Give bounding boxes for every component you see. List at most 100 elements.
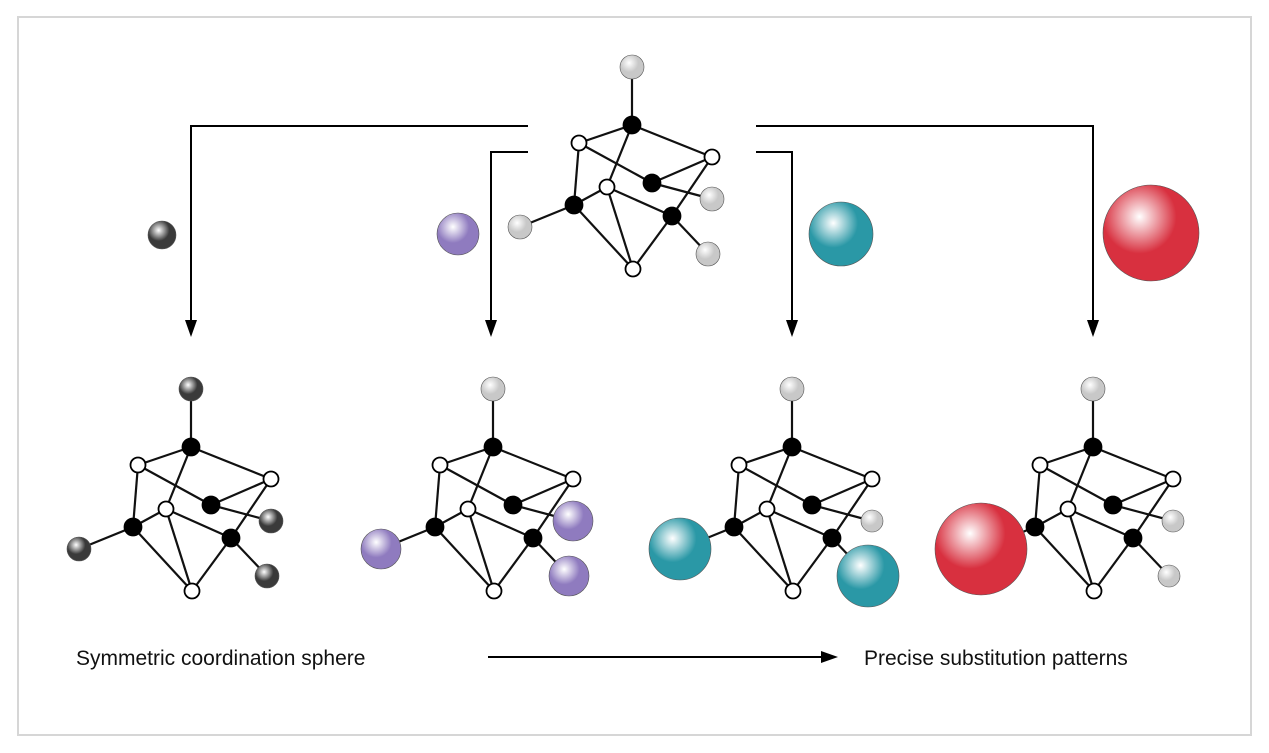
cluster-top-metal-m2 xyxy=(564,195,584,215)
cluster-red-ligand-l3 xyxy=(1157,564,1181,588)
cluster-purple-bond-s2-m3 xyxy=(532,478,574,539)
cluster-red-metal-m3 xyxy=(1123,528,1143,548)
cluster-top-sulfur-s4 xyxy=(624,260,642,278)
cluster-teal-bond-s1-m4 xyxy=(738,464,813,506)
cluster-purple-bond-s3-m3 xyxy=(467,507,534,540)
purple-reagent xyxy=(436,212,480,256)
cluster-purple-metal-m1 xyxy=(483,437,503,457)
cluster-top-bond-m3-s4 xyxy=(632,215,673,270)
cluster-top-sulfur-s3 xyxy=(598,178,616,196)
caption-symmetric-coordination: Symmetric coordination sphere xyxy=(76,647,366,670)
cluster-teal-bond-s3-s4 xyxy=(765,508,795,592)
cluster-dark-metal-m1 xyxy=(181,437,201,457)
cluster-dark-bond-m2-s4 xyxy=(132,526,193,592)
cluster-red-sulfur-s1 xyxy=(1031,456,1049,474)
cluster-dark-ligand-l1 xyxy=(178,376,204,402)
cluster-purple-ligand-l4 xyxy=(552,500,594,542)
cluster-teal-bond-s3-m3 xyxy=(766,507,833,540)
cluster-teal-bond-s1-m2 xyxy=(732,464,741,528)
cluster-red-bond-m3-s4 xyxy=(1093,537,1134,592)
arrow-bottom-head xyxy=(821,651,838,663)
cluster-teal-sulfur-s3 xyxy=(758,500,776,518)
arrow-left-outer-head xyxy=(185,320,197,337)
cluster-purple-sulfur-s4 xyxy=(485,582,503,600)
cluster-red-bond-s3-s4 xyxy=(1066,508,1096,592)
cluster-top-ligand-l4 xyxy=(699,186,725,212)
cluster-top-bond-s1-m4 xyxy=(578,142,653,184)
cluster-purple-bond-s3-s4 xyxy=(466,508,496,592)
atoms-layer xyxy=(66,54,1200,608)
cluster-top-bond-m2-s4 xyxy=(573,204,634,270)
cluster-top-ligand-l1 xyxy=(619,54,645,80)
cluster-red-bond-s1-m4 xyxy=(1039,464,1114,506)
cluster-top-metal-m4 xyxy=(642,173,662,193)
bonds-layer xyxy=(78,67,1174,592)
cluster-top-bond-s2-m4 xyxy=(651,155,713,185)
cluster-dark-bond-m3-s4 xyxy=(191,537,232,592)
cluster-teal-ligand-l2 xyxy=(648,517,712,581)
cluster-teal-bond-s2-m4 xyxy=(811,477,873,507)
arrow-left-inner xyxy=(490,151,528,322)
arrow-right-inner xyxy=(756,151,793,322)
arrow-right-outer xyxy=(756,125,1094,322)
cluster-purple-metal-m4 xyxy=(503,495,523,515)
cluster-teal-sulfur-s2 xyxy=(863,470,881,488)
cluster-red-ligand-l2 xyxy=(934,502,1028,596)
arrows-layer xyxy=(185,125,1099,663)
arrow-right-outer-head xyxy=(1087,320,1099,337)
cluster-dark-bond-s1-m2 xyxy=(131,464,140,528)
cluster-red-metal-m4 xyxy=(1103,495,1123,515)
cluster-purple-sulfur-s3 xyxy=(459,500,477,518)
cluster-top-bond-s3-s4 xyxy=(605,186,635,270)
cluster-dark-metal-m4 xyxy=(201,495,221,515)
cluster-teal-bond-m1-s3 xyxy=(765,446,794,510)
cluster-teal-bond-m1-s2 xyxy=(791,445,873,481)
cluster-red-metal-m2 xyxy=(1025,517,1045,537)
cluster-dark-sulfur-s1 xyxy=(129,456,147,474)
arrow-left-outer xyxy=(190,125,528,322)
cluster-purple-bond-m2-s4 xyxy=(434,526,495,592)
cluster-red-ligand-l1 xyxy=(1080,376,1106,402)
cluster-dark-ligand-l4 xyxy=(258,508,284,534)
cluster-red-ligand-l4 xyxy=(1161,509,1185,533)
cluster-dark-sulfur-s3 xyxy=(157,500,175,518)
cluster-teal-ligand-l4 xyxy=(860,509,884,533)
cluster-teal-metal-m4 xyxy=(802,495,822,515)
cluster-purple-bond-s1-m4 xyxy=(439,464,514,506)
cluster-top-sulfur-s1 xyxy=(570,134,588,152)
cluster-teal-ligand-l1 xyxy=(779,376,805,402)
cluster-dark-bond-m1-s2 xyxy=(190,445,272,481)
cluster-red-bond-m2-s4 xyxy=(1034,526,1095,592)
cluster-teal-bond-s2-m3 xyxy=(831,478,873,539)
cluster-dark-metal-m3 xyxy=(221,528,241,548)
cluster-red-bond-s2-m4 xyxy=(1112,477,1174,507)
cluster-dark-bond-s2-m3 xyxy=(230,478,272,539)
cluster-red-bond-s2-m3 xyxy=(1132,478,1174,539)
red-large-reagent xyxy=(1102,184,1200,282)
cluster-teal-bond-m3-s4 xyxy=(792,537,833,592)
cluster-dark-bond-s3-s4 xyxy=(164,508,194,592)
dark-small-reagent xyxy=(147,220,177,250)
teal-reagent xyxy=(808,201,874,267)
cluster-teal-metal-m2 xyxy=(724,517,744,537)
cluster-dark-bond-s2-m4 xyxy=(210,477,272,507)
cluster-teal-ligand-l3 xyxy=(836,544,900,608)
cluster-purple-bond-s1-m2 xyxy=(433,464,442,528)
cluster-top-metal-m3 xyxy=(662,206,682,226)
cluster-purple-ligand-l1 xyxy=(480,376,506,402)
cluster-dark-sulfur-s2 xyxy=(262,470,280,488)
arrow-left-inner-head xyxy=(485,320,497,337)
cluster-purple-ligand-l3 xyxy=(548,555,590,597)
cluster-teal-sulfur-s1 xyxy=(730,456,748,474)
cluster-teal-metal-m3 xyxy=(822,528,842,548)
cluster-dark-ligand-l2 xyxy=(66,536,92,562)
cluster-teal-bond-m2-s4 xyxy=(733,526,794,592)
cluster-red-sulfur-s2 xyxy=(1164,470,1182,488)
cluster-dark-bond-m1-s3 xyxy=(164,446,193,510)
cluster-top-bond-m1-s2 xyxy=(631,123,713,159)
arrow-right-inner-head xyxy=(786,320,798,337)
cluster-dark-bond-s1-m4 xyxy=(137,464,212,506)
cluster-purple-sulfur-s2 xyxy=(564,470,582,488)
cluster-red-bond-s1-m2 xyxy=(1033,464,1042,528)
cluster-purple-bond-m3-s4 xyxy=(493,537,534,592)
